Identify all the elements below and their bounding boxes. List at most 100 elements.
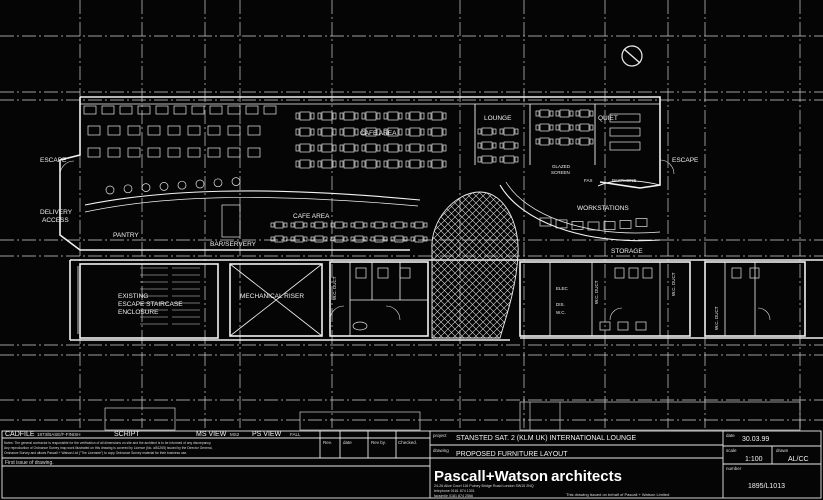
cadfile-value: 1873/BASE/F-FINISH bbox=[37, 432, 81, 437]
label-cafe-area-upper: CAFE AREA bbox=[360, 130, 397, 137]
chair bbox=[383, 144, 388, 152]
chair bbox=[535, 124, 540, 131]
bar-counter bbox=[221, 204, 241, 238]
room-labels: ESCAPE ESCAPE DELIVERY ACCESS PANTRY BAR… bbox=[40, 115, 719, 330]
chair bbox=[589, 124, 594, 131]
table bbox=[314, 235, 324, 243]
table bbox=[409, 111, 421, 121]
wc-pan bbox=[642, 267, 653, 279]
ms-view-label: MS VIEW bbox=[196, 431, 227, 438]
chair bbox=[410, 222, 415, 228]
chair bbox=[589, 110, 594, 117]
chair bbox=[354, 128, 359, 136]
sofa-seat bbox=[83, 105, 97, 115]
chair bbox=[317, 112, 322, 120]
chair bbox=[323, 236, 328, 242]
table bbox=[431, 111, 443, 121]
label-quiet: QUIET bbox=[598, 115, 618, 122]
workstation-desk bbox=[571, 221, 584, 230]
staircase-treads bbox=[140, 267, 200, 325]
armchair bbox=[147, 147, 161, 158]
chair bbox=[492, 142, 497, 149]
sofa-seat bbox=[101, 105, 115, 115]
table bbox=[503, 141, 515, 150]
chair bbox=[499, 128, 504, 135]
chair bbox=[354, 144, 359, 152]
table bbox=[365, 159, 377, 169]
armchair bbox=[107, 125, 121, 136]
chair bbox=[383, 160, 388, 168]
ms-view-value: MS2 bbox=[230, 432, 240, 437]
ps-view-label: PS VIEW bbox=[252, 431, 282, 438]
sofa-seat bbox=[227, 105, 241, 115]
curved-partition-walls bbox=[84, 180, 661, 242]
sofa bbox=[609, 141, 641, 151]
label-workstations: WORKSTATIONS bbox=[577, 205, 629, 212]
chair bbox=[549, 124, 554, 131]
chair bbox=[555, 124, 560, 131]
armchair bbox=[187, 125, 201, 136]
table bbox=[321, 159, 333, 169]
table bbox=[409, 159, 421, 169]
chair bbox=[363, 236, 368, 242]
rev-by-label: Rev by. bbox=[371, 440, 386, 445]
table bbox=[365, 127, 377, 137]
label-storage: STORAGE bbox=[611, 248, 643, 255]
chair bbox=[354, 160, 359, 168]
sofa bbox=[609, 113, 641, 123]
chair bbox=[569, 110, 574, 117]
chair bbox=[575, 124, 580, 131]
checked-label: Checked. bbox=[398, 440, 417, 445]
table bbox=[294, 221, 304, 229]
chair bbox=[295, 144, 300, 152]
chair bbox=[405, 128, 410, 136]
chair bbox=[361, 160, 366, 168]
table bbox=[274, 235, 284, 243]
table bbox=[414, 235, 424, 243]
table bbox=[299, 127, 311, 137]
chair bbox=[270, 236, 275, 242]
table bbox=[559, 123, 570, 132]
chair bbox=[535, 110, 540, 117]
label-escape-right: ESCAPE bbox=[672, 157, 699, 164]
chair bbox=[569, 124, 574, 131]
furniture-layout bbox=[83, 105, 760, 331]
label-dis-wc: W.C. bbox=[556, 310, 566, 315]
chair bbox=[376, 112, 381, 120]
armchair bbox=[207, 125, 221, 136]
table bbox=[321, 111, 333, 121]
chair bbox=[427, 128, 432, 136]
number-label: number bbox=[726, 466, 742, 471]
chair bbox=[343, 222, 348, 228]
wash-basin bbox=[599, 321, 611, 331]
table bbox=[299, 159, 311, 169]
table bbox=[409, 127, 421, 137]
drawn-value: AL/CC bbox=[788, 456, 809, 463]
armchair bbox=[247, 125, 261, 136]
chair bbox=[361, 128, 366, 136]
table bbox=[387, 159, 399, 169]
label-cafe-area-lower: CAFE AREA bbox=[293, 213, 330, 220]
chair bbox=[310, 128, 315, 136]
chair bbox=[555, 110, 560, 117]
wash-basin bbox=[635, 321, 647, 331]
armchair bbox=[87, 125, 101, 136]
label-dis: DIS. bbox=[556, 302, 565, 307]
notes-line-1: Notes: The general contractor is respons… bbox=[4, 441, 211, 445]
chair bbox=[370, 222, 375, 228]
chair bbox=[420, 112, 425, 120]
table bbox=[387, 111, 399, 121]
table bbox=[431, 143, 443, 153]
chair bbox=[290, 236, 295, 242]
label-delivery: DELIVERY bbox=[40, 209, 73, 216]
table bbox=[387, 143, 399, 153]
address-line-2: telephone 0181 874 1301 bbox=[434, 489, 475, 493]
table bbox=[579, 137, 590, 146]
sofa-seat bbox=[173, 105, 187, 115]
chair bbox=[339, 144, 344, 152]
table bbox=[365, 111, 377, 121]
wc-pan bbox=[749, 267, 760, 279]
sofa bbox=[609, 127, 641, 137]
table bbox=[354, 235, 364, 243]
chair bbox=[477, 128, 482, 135]
